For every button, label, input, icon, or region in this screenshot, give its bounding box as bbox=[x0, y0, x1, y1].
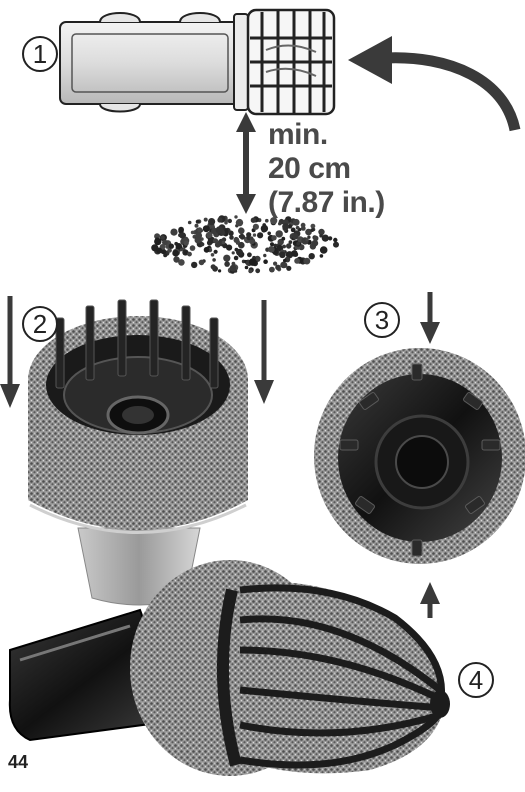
step-2-number: 2 bbox=[22, 306, 58, 342]
pump-unit bbox=[60, 10, 334, 114]
distance-arrow bbox=[236, 112, 256, 214]
page-number: 44 bbox=[8, 752, 28, 773]
flow-arrow bbox=[348, 36, 515, 130]
step-1-number: 1 bbox=[22, 36, 58, 72]
distance-line-2: 20 cm bbox=[268, 152, 385, 186]
distance-label: min. 20 cm (7.87 in.) bbox=[268, 118, 385, 220]
step-4-number: 4 bbox=[458, 662, 494, 698]
sleeve-top-view bbox=[314, 348, 525, 564]
gravel-pile bbox=[151, 215, 339, 274]
assembled-filter-basket bbox=[10, 560, 450, 776]
step-3-number: 3 bbox=[364, 302, 400, 338]
filter-sleeve-assembly bbox=[28, 300, 248, 605]
distance-line-3: (7.87 in.) bbox=[268, 186, 385, 220]
distance-line-1: min. bbox=[268, 118, 385, 152]
